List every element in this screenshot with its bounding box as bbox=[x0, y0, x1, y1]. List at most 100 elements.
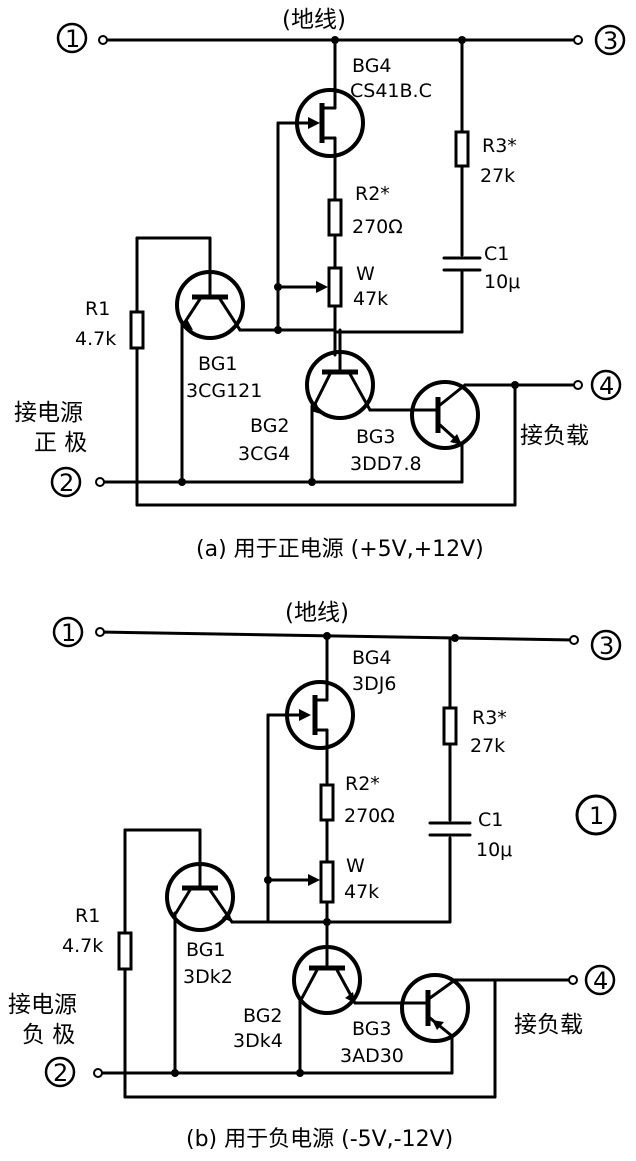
w-value-a: 47k bbox=[353, 288, 388, 310]
bg2-emitter-arrow-b bbox=[345, 992, 355, 1003]
bg3-transistor-symbol-a bbox=[410, 380, 480, 450]
r3-name-b: R3* bbox=[472, 707, 507, 729]
r3-value-a: 27k bbox=[480, 165, 515, 187]
terminal-4-pin-a bbox=[573, 380, 583, 390]
c1-value-b: 10μ bbox=[476, 839, 512, 861]
bg2-collector-a bbox=[312, 372, 332, 408]
ground-rail-b bbox=[98, 630, 576, 642]
figure-number: 1 bbox=[589, 802, 604, 830]
w-value-b: 47k bbox=[344, 881, 379, 903]
terminal-1-label-a: 1 bbox=[65, 25, 80, 53]
terminal-1-label-b: 1 bbox=[61, 619, 76, 647]
supply-label-line1-a: 接电源 bbox=[14, 400, 83, 426]
junction-b6 bbox=[296, 1069, 304, 1077]
bg3-collector-a bbox=[438, 383, 467, 407]
terminal-4-label-a: 4 bbox=[599, 372, 614, 400]
r1-name-b: R1 bbox=[75, 905, 100, 927]
bg1-type-b: 3Dk2 bbox=[183, 966, 233, 988]
bg1-emitter-arrow-b bbox=[222, 911, 232, 922]
terminal-2-label-a: 2 bbox=[59, 469, 74, 497]
bg1-name-b: BG1 bbox=[186, 939, 226, 961]
bg3-type-b: 3AD30 bbox=[340, 1045, 404, 1067]
bg4-type-a: CS41B.C bbox=[350, 80, 432, 102]
bg1-emitter-a bbox=[218, 297, 242, 332]
bg2-type-b: 3Dk4 bbox=[233, 1030, 283, 1052]
bg2-emitter-a bbox=[348, 372, 372, 412]
bg2-name-a: BG2 bbox=[250, 415, 290, 437]
bg2-name-b: BG2 bbox=[243, 1005, 283, 1027]
terminal-3-label-a: 3 bbox=[603, 27, 618, 55]
bg3-name-b: BG3 bbox=[352, 1018, 392, 1040]
bg4-type-b: 3DJ6 bbox=[352, 673, 396, 695]
figure-number-marker bbox=[575, 794, 617, 836]
ground-label-b: (地线) bbox=[285, 600, 349, 626]
terminal-4-marker-b bbox=[584, 964, 616, 996]
supply-label-line1-b: 接电源 bbox=[8, 992, 77, 1018]
terminal-3-pin-b bbox=[569, 635, 579, 645]
bg4-name-b: BG4 bbox=[352, 647, 392, 669]
bg3-collector-b bbox=[428, 978, 457, 1000]
terminal-4-marker-a bbox=[590, 369, 622, 401]
circuit-a: 1 3 (地线) BG4 CS41B.C R2* 270Ω W 47k bbox=[14, 7, 626, 562]
bg1-collector-b bbox=[174, 888, 192, 915]
r2-value-b: 270Ω bbox=[344, 805, 395, 827]
r3-resistor-a bbox=[454, 130, 470, 168]
r1-resistor-a bbox=[129, 310, 145, 350]
r2-resistor-b bbox=[319, 783, 335, 822]
caption-b: (b) 用于负电源 (-5V,-12V) bbox=[186, 1127, 453, 1152]
terminal-1-marker-a bbox=[56, 22, 88, 54]
bg2-type-a: 3CG4 bbox=[238, 443, 290, 465]
w-wiper-arrow-b bbox=[308, 874, 320, 886]
bg1-name-a: BG1 bbox=[198, 353, 238, 375]
terminal-3-label-b: 3 bbox=[599, 632, 614, 660]
r2-name-b: R2* bbox=[345, 773, 380, 795]
terminal-2-marker-a bbox=[50, 466, 82, 498]
supply-label-line2-b: 负 极 bbox=[22, 1022, 75, 1048]
terminal-3-marker-b bbox=[590, 629, 622, 661]
terminal-3-marker-a bbox=[594, 24, 626, 56]
bg4-gate-arrow-b bbox=[299, 709, 311, 721]
terminal-1-pin-b bbox=[95, 627, 105, 637]
c1-name-a: C1 bbox=[484, 243, 509, 265]
terminal-4-label-b: 4 bbox=[593, 967, 608, 995]
load-label-a: 接负载 bbox=[520, 423, 589, 449]
bg2-collector-b bbox=[300, 968, 319, 1000]
load-label-b: 接负载 bbox=[514, 1012, 583, 1038]
junction-b2 bbox=[451, 634, 459, 642]
w-name-b: W bbox=[346, 855, 365, 877]
w-potentiometer-b bbox=[319, 860, 335, 904]
r2-name-a: R2* bbox=[355, 183, 390, 205]
r3-name-a: R3* bbox=[482, 135, 517, 157]
r3-value-b: 27k bbox=[470, 735, 505, 757]
supply-label-line2-a: 正 极 bbox=[34, 430, 87, 456]
bg3-emitter-arrow-a bbox=[450, 434, 462, 445]
bg3-type-a: 3DD7.8 bbox=[350, 453, 422, 475]
r1-name-a: R1 bbox=[85, 298, 110, 320]
terminal-3-pin-a bbox=[573, 35, 583, 45]
ground-label-a: (地线) bbox=[282, 7, 346, 33]
r1-value-b: 4.7k bbox=[62, 935, 103, 957]
w-potentiometer-a bbox=[327, 266, 343, 308]
bg3-emitter-arrow-b bbox=[432, 1020, 444, 1030]
terminal-2-marker-b bbox=[44, 1056, 76, 1088]
w-wiper-arrow-a bbox=[316, 281, 328, 293]
bg1-type-a: 3CG121 bbox=[186, 380, 262, 402]
bg4-gate-arrow-a bbox=[308, 117, 320, 129]
terminal-2-pin-a bbox=[95, 477, 105, 487]
r2-value-a: 270Ω bbox=[352, 216, 403, 238]
c1-name-b: C1 bbox=[478, 809, 503, 831]
circuit-b: 1 3 (地线) BG4 3DJ6 R2* 270Ω W 47k bbox=[8, 600, 622, 1152]
terminal-2-pin-b bbox=[93, 1068, 103, 1078]
c1-value-a: 10μ bbox=[484, 271, 520, 293]
caption-a: (a) 用于正电源 (+5V,+12V) bbox=[196, 537, 484, 562]
bg3-name-a: BG3 bbox=[356, 426, 396, 448]
r1-resistor-b bbox=[117, 931, 133, 971]
r1-value-a: 4.7k bbox=[75, 328, 116, 350]
terminal-1-pin-a bbox=[98, 35, 108, 45]
bg4-name-a: BG4 bbox=[352, 55, 392, 77]
bg1-collector-a bbox=[183, 297, 202, 324]
w-name-a: W bbox=[356, 263, 375, 285]
r3-resistor-b bbox=[442, 706, 458, 746]
terminal-4-pin-b bbox=[568, 975, 578, 985]
